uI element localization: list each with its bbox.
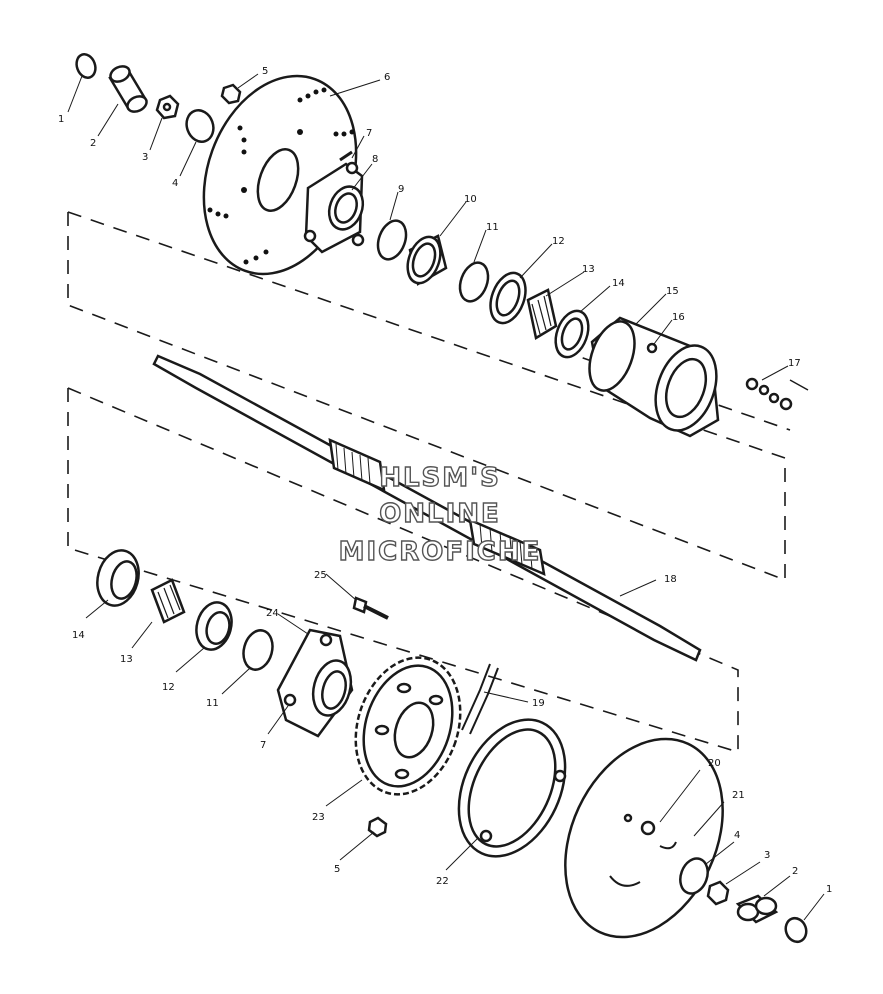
callout-19: 19 [532, 698, 545, 709]
race-14-top [554, 309, 590, 359]
washer-bottom [679, 857, 709, 895]
roller-bearing-13-top [526, 288, 558, 340]
watermark-line-1: HLSM'S [379, 463, 501, 493]
nut-5-top [220, 83, 242, 105]
callout-top-13: 13 [582, 264, 595, 275]
race-12-top [489, 271, 527, 325]
roller-bearing-13-bottom [150, 578, 186, 624]
bolt-25 [352, 596, 389, 620]
callout-bottom-20: 20 [708, 758, 721, 769]
leader-lines [67, 73, 825, 921]
callout-top-5: 5 [262, 66, 268, 77]
snap-ring-bottom [784, 916, 808, 944]
callout-top-6: 6 [384, 72, 390, 83]
snap-ring-9 [376, 219, 408, 261]
watermark-line-2: ONLINE [379, 499, 501, 529]
callout-top-14: 14 [612, 278, 625, 289]
callout-top-4: 4 [172, 178, 178, 189]
callout-bottom-3: 3 [764, 850, 770, 861]
stud-top [339, 150, 353, 162]
nut-top [155, 94, 180, 120]
callout-top-1: 1 [58, 114, 64, 125]
bushing-bottom [735, 894, 779, 924]
callout-top-2: 2 [90, 138, 96, 149]
bushing-top [108, 65, 148, 113]
callout-labels: 1 2 3 4 5 6 7 8 9 10 11 12 13 14 15 16 1… [58, 66, 832, 895]
brake-disc-bottom-21 [564, 737, 724, 939]
rear-axle-18 [152, 354, 702, 662]
callout-bottom-4: 4 [734, 830, 740, 841]
callout-bottom-5: 5 [334, 864, 340, 875]
callout-bottom-23: 23 [312, 812, 325, 823]
callout-bottom-12: 12 [162, 682, 175, 693]
watermark: HLSM'S ONLINE MICROFICHE [338, 462, 542, 567]
race-14-bottom [96, 549, 140, 607]
callout-top-12: 12 [552, 236, 565, 247]
callout-top-17: 17 [788, 358, 801, 369]
race-12-bottom [195, 601, 233, 651]
callout-bottom-11: 11 [206, 698, 219, 709]
callout-axle-18: 18 [664, 574, 677, 585]
ring-11-top [458, 261, 490, 303]
nut-bottom [706, 880, 730, 906]
callout-top-11: 11 [486, 222, 499, 233]
hub-top [303, 161, 365, 254]
callout-top-15: 15 [666, 286, 679, 297]
callout-top-10: 10 [464, 194, 477, 205]
watermark-line-3: MICROFICHE [339, 537, 542, 567]
sprocket-hub-24 [276, 628, 354, 738]
snap-ring-top [75, 53, 97, 79]
callout-top-8: 8 [372, 154, 378, 165]
callout-bottom-24: 24 [266, 608, 279, 619]
callout-bottom-25: 25 [314, 570, 327, 581]
bearing-10 [406, 234, 448, 286]
hardware-kit-17 [745, 377, 809, 411]
callout-top-9: 9 [398, 184, 404, 195]
callout-bottom-22: 22 [436, 876, 449, 887]
callout-top-16: 16 [672, 312, 685, 323]
nut-5-bottom [367, 816, 388, 838]
ring-11-bottom [242, 629, 274, 671]
sprocket-23 [354, 656, 462, 796]
callout-bottom-2: 2 [792, 866, 798, 877]
callout-bottom-21: 21 [732, 790, 745, 801]
chain-guide-19 [461, 663, 499, 735]
callout-bottom-13: 13 [120, 654, 133, 665]
bearing-housing-15 [588, 316, 720, 438]
callout-top-3: 3 [142, 152, 148, 163]
callout-top-7: 7 [366, 128, 372, 139]
drive-ring-22 [457, 718, 567, 858]
washer-top [185, 109, 215, 143]
callout-bottom-7: 7 [260, 740, 266, 751]
callout-bottom-14: 14 [72, 630, 85, 641]
callout-bottom-1: 1 [826, 884, 832, 895]
